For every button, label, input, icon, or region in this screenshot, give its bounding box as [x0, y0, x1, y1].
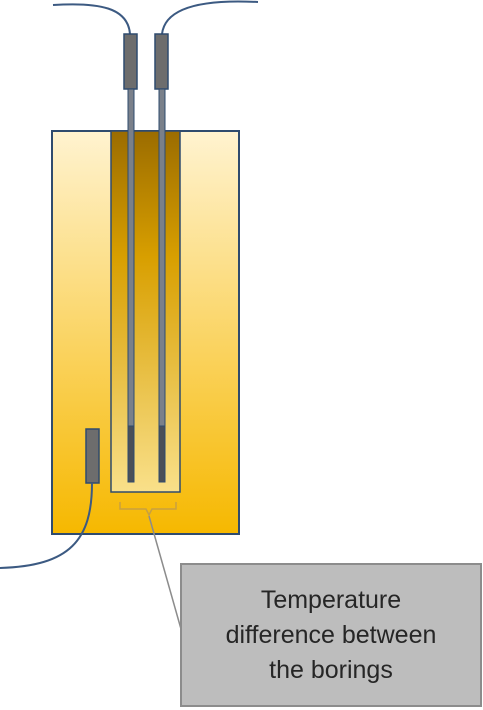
left-probe — [123, 33, 138, 483]
callout-text: Temperature difference between the borin… — [182, 583, 480, 688]
callout-pointer — [148, 515, 182, 630]
left-probe-wire — [52, 3, 131, 35]
callout-box: Temperature difference between the borin… — [180, 563, 482, 707]
left-probe-handle — [123, 33, 138, 90]
right-probe-handle — [154, 33, 169, 90]
callout-line-3: the borings — [269, 655, 393, 684]
right-probe-rod — [158, 88, 166, 427]
left-probe-rod — [127, 88, 135, 427]
right-probe-tip — [158, 425, 166, 483]
callout-line-2: difference between — [225, 620, 437, 649]
right-probe-wire — [161, 0, 259, 35]
left-probe-tip — [127, 425, 135, 483]
reference-sensor — [85, 428, 100, 484]
reference-sensor-wire — [0, 482, 93, 569]
right-probe — [154, 33, 169, 483]
difference-bracket — [119, 502, 177, 517]
callout-line-1: Temperature — [260, 585, 402, 614]
boring-hole — [110, 130, 181, 493]
